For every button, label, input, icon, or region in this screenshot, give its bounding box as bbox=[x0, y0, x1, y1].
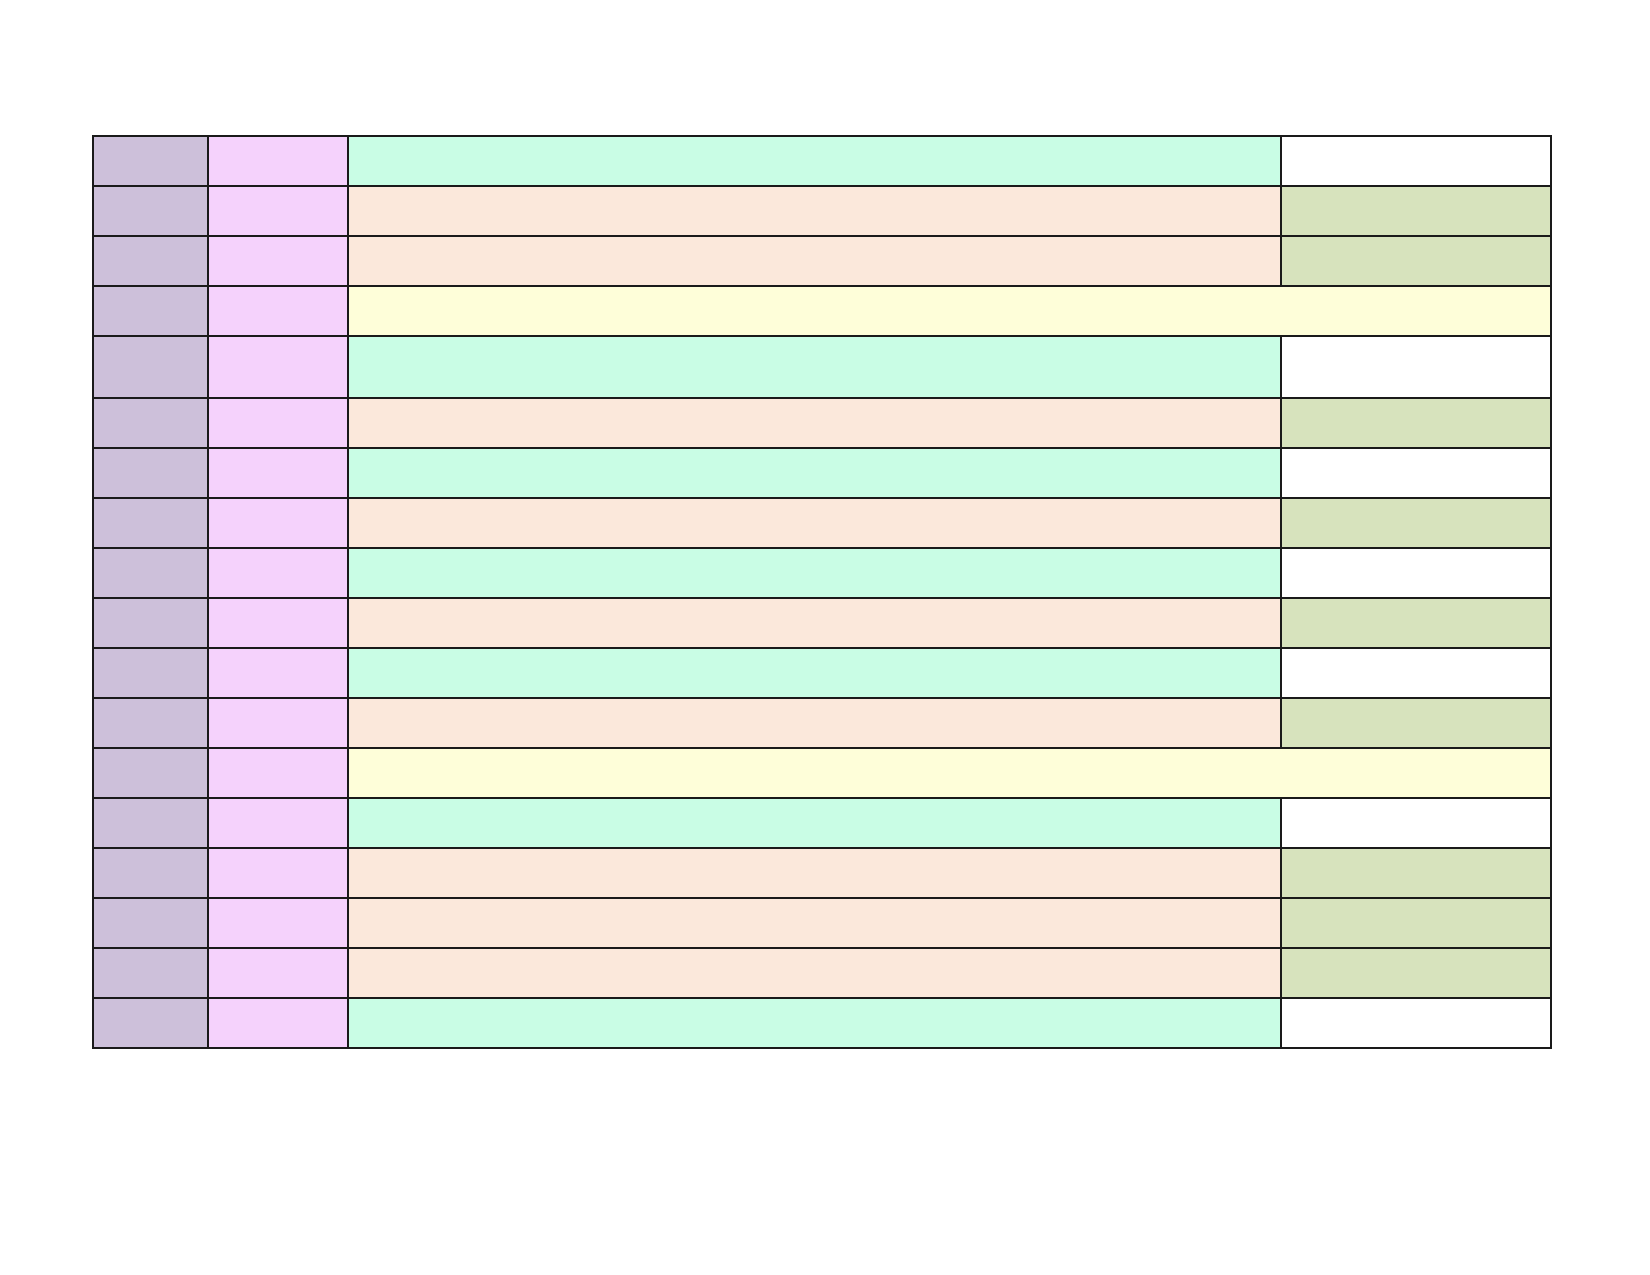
table-row bbox=[92, 997, 1552, 1049]
cell-col-4 bbox=[1280, 897, 1552, 949]
table-row bbox=[92, 847, 1552, 899]
cell-col-2 bbox=[207, 597, 349, 649]
table-row bbox=[92, 235, 1552, 287]
cell-col-2 bbox=[207, 997, 349, 1049]
table-row bbox=[92, 597, 1552, 649]
cell-col-1 bbox=[92, 647, 209, 699]
table-row bbox=[92, 185, 1552, 237]
cell-col-2 bbox=[207, 847, 349, 899]
cell-col-4 bbox=[1280, 847, 1552, 899]
cell-col-2 bbox=[207, 747, 349, 799]
cell-col-3 bbox=[347, 947, 1282, 999]
cell-col-1 bbox=[92, 135, 209, 187]
cell-col-1 bbox=[92, 797, 209, 849]
cell-col-3 bbox=[347, 335, 1282, 399]
cell-col-1 bbox=[92, 747, 209, 799]
table-row bbox=[92, 947, 1552, 999]
table-row bbox=[92, 335, 1552, 399]
cell-col-4 bbox=[1280, 997, 1552, 1049]
cell-col-1 bbox=[92, 947, 209, 999]
cell-col-2 bbox=[207, 397, 349, 449]
table-row bbox=[92, 897, 1552, 949]
table-row bbox=[92, 285, 1552, 337]
table-row bbox=[92, 547, 1552, 599]
cell-col-4 bbox=[1280, 497, 1552, 549]
table-row bbox=[92, 797, 1552, 849]
cell-merged-yellow bbox=[347, 285, 1552, 337]
cell-col-3 bbox=[347, 697, 1282, 749]
cell-col-4 bbox=[1280, 235, 1552, 287]
cell-col-3 bbox=[347, 135, 1282, 187]
cell-col-1 bbox=[92, 697, 209, 749]
table-row bbox=[92, 697, 1552, 749]
cell-col-1 bbox=[92, 547, 209, 599]
cell-col-3 bbox=[347, 547, 1282, 599]
cell-col-2 bbox=[207, 135, 349, 187]
cell-col-3 bbox=[347, 397, 1282, 449]
cell-col-2 bbox=[207, 797, 349, 849]
table-row bbox=[92, 747, 1552, 799]
cell-col-3 bbox=[347, 647, 1282, 699]
cell-col-4 bbox=[1280, 135, 1552, 187]
cell-col-3 bbox=[347, 497, 1282, 549]
cell-col-2 bbox=[207, 697, 349, 749]
cell-col-1 bbox=[92, 897, 209, 949]
cell-col-3 bbox=[347, 847, 1282, 899]
cell-col-1 bbox=[92, 447, 209, 499]
cell-col-3 bbox=[347, 997, 1282, 1049]
cell-col-1 bbox=[92, 497, 209, 549]
cell-col-1 bbox=[92, 185, 209, 237]
cell-col-2 bbox=[207, 285, 349, 337]
cell-col-4 bbox=[1280, 547, 1552, 599]
cell-col-2 bbox=[207, 447, 349, 499]
table-row bbox=[92, 497, 1552, 549]
cell-col-1 bbox=[92, 397, 209, 449]
cell-col-4 bbox=[1280, 447, 1552, 499]
cell-col-2 bbox=[207, 235, 349, 287]
cell-col-1 bbox=[92, 285, 209, 337]
cell-col-3 bbox=[347, 797, 1282, 849]
cell-col-4 bbox=[1280, 335, 1552, 399]
table-row bbox=[92, 397, 1552, 449]
cell-col-3 bbox=[347, 897, 1282, 949]
cell-col-2 bbox=[207, 897, 349, 949]
cell-col-2 bbox=[207, 335, 349, 399]
cell-col-1 bbox=[92, 997, 209, 1049]
cell-col-1 bbox=[92, 335, 209, 399]
table-body bbox=[92, 135, 1552, 1049]
cell-col-4 bbox=[1280, 397, 1552, 449]
cell-col-1 bbox=[92, 597, 209, 649]
cell-col-3 bbox=[347, 185, 1282, 237]
cell-col-4 bbox=[1280, 597, 1552, 649]
cell-col-4 bbox=[1280, 697, 1552, 749]
cell-col-4 bbox=[1280, 797, 1552, 849]
cell-merged-yellow bbox=[347, 747, 1552, 799]
cell-col-2 bbox=[207, 547, 349, 599]
color-grid-table bbox=[92, 135, 1552, 1049]
cell-col-3 bbox=[347, 235, 1282, 287]
table-row bbox=[92, 135, 1552, 187]
cell-col-1 bbox=[92, 847, 209, 899]
table-row bbox=[92, 647, 1552, 699]
cell-col-2 bbox=[207, 497, 349, 549]
cell-col-3 bbox=[347, 447, 1282, 499]
cell-col-4 bbox=[1280, 185, 1552, 237]
cell-col-1 bbox=[92, 235, 209, 287]
cell-col-2 bbox=[207, 185, 349, 237]
table-row bbox=[92, 447, 1552, 499]
cell-col-2 bbox=[207, 647, 349, 699]
cell-col-2 bbox=[207, 947, 349, 999]
cell-col-3 bbox=[347, 597, 1282, 649]
cell-col-4 bbox=[1280, 647, 1552, 699]
cell-col-4 bbox=[1280, 947, 1552, 999]
